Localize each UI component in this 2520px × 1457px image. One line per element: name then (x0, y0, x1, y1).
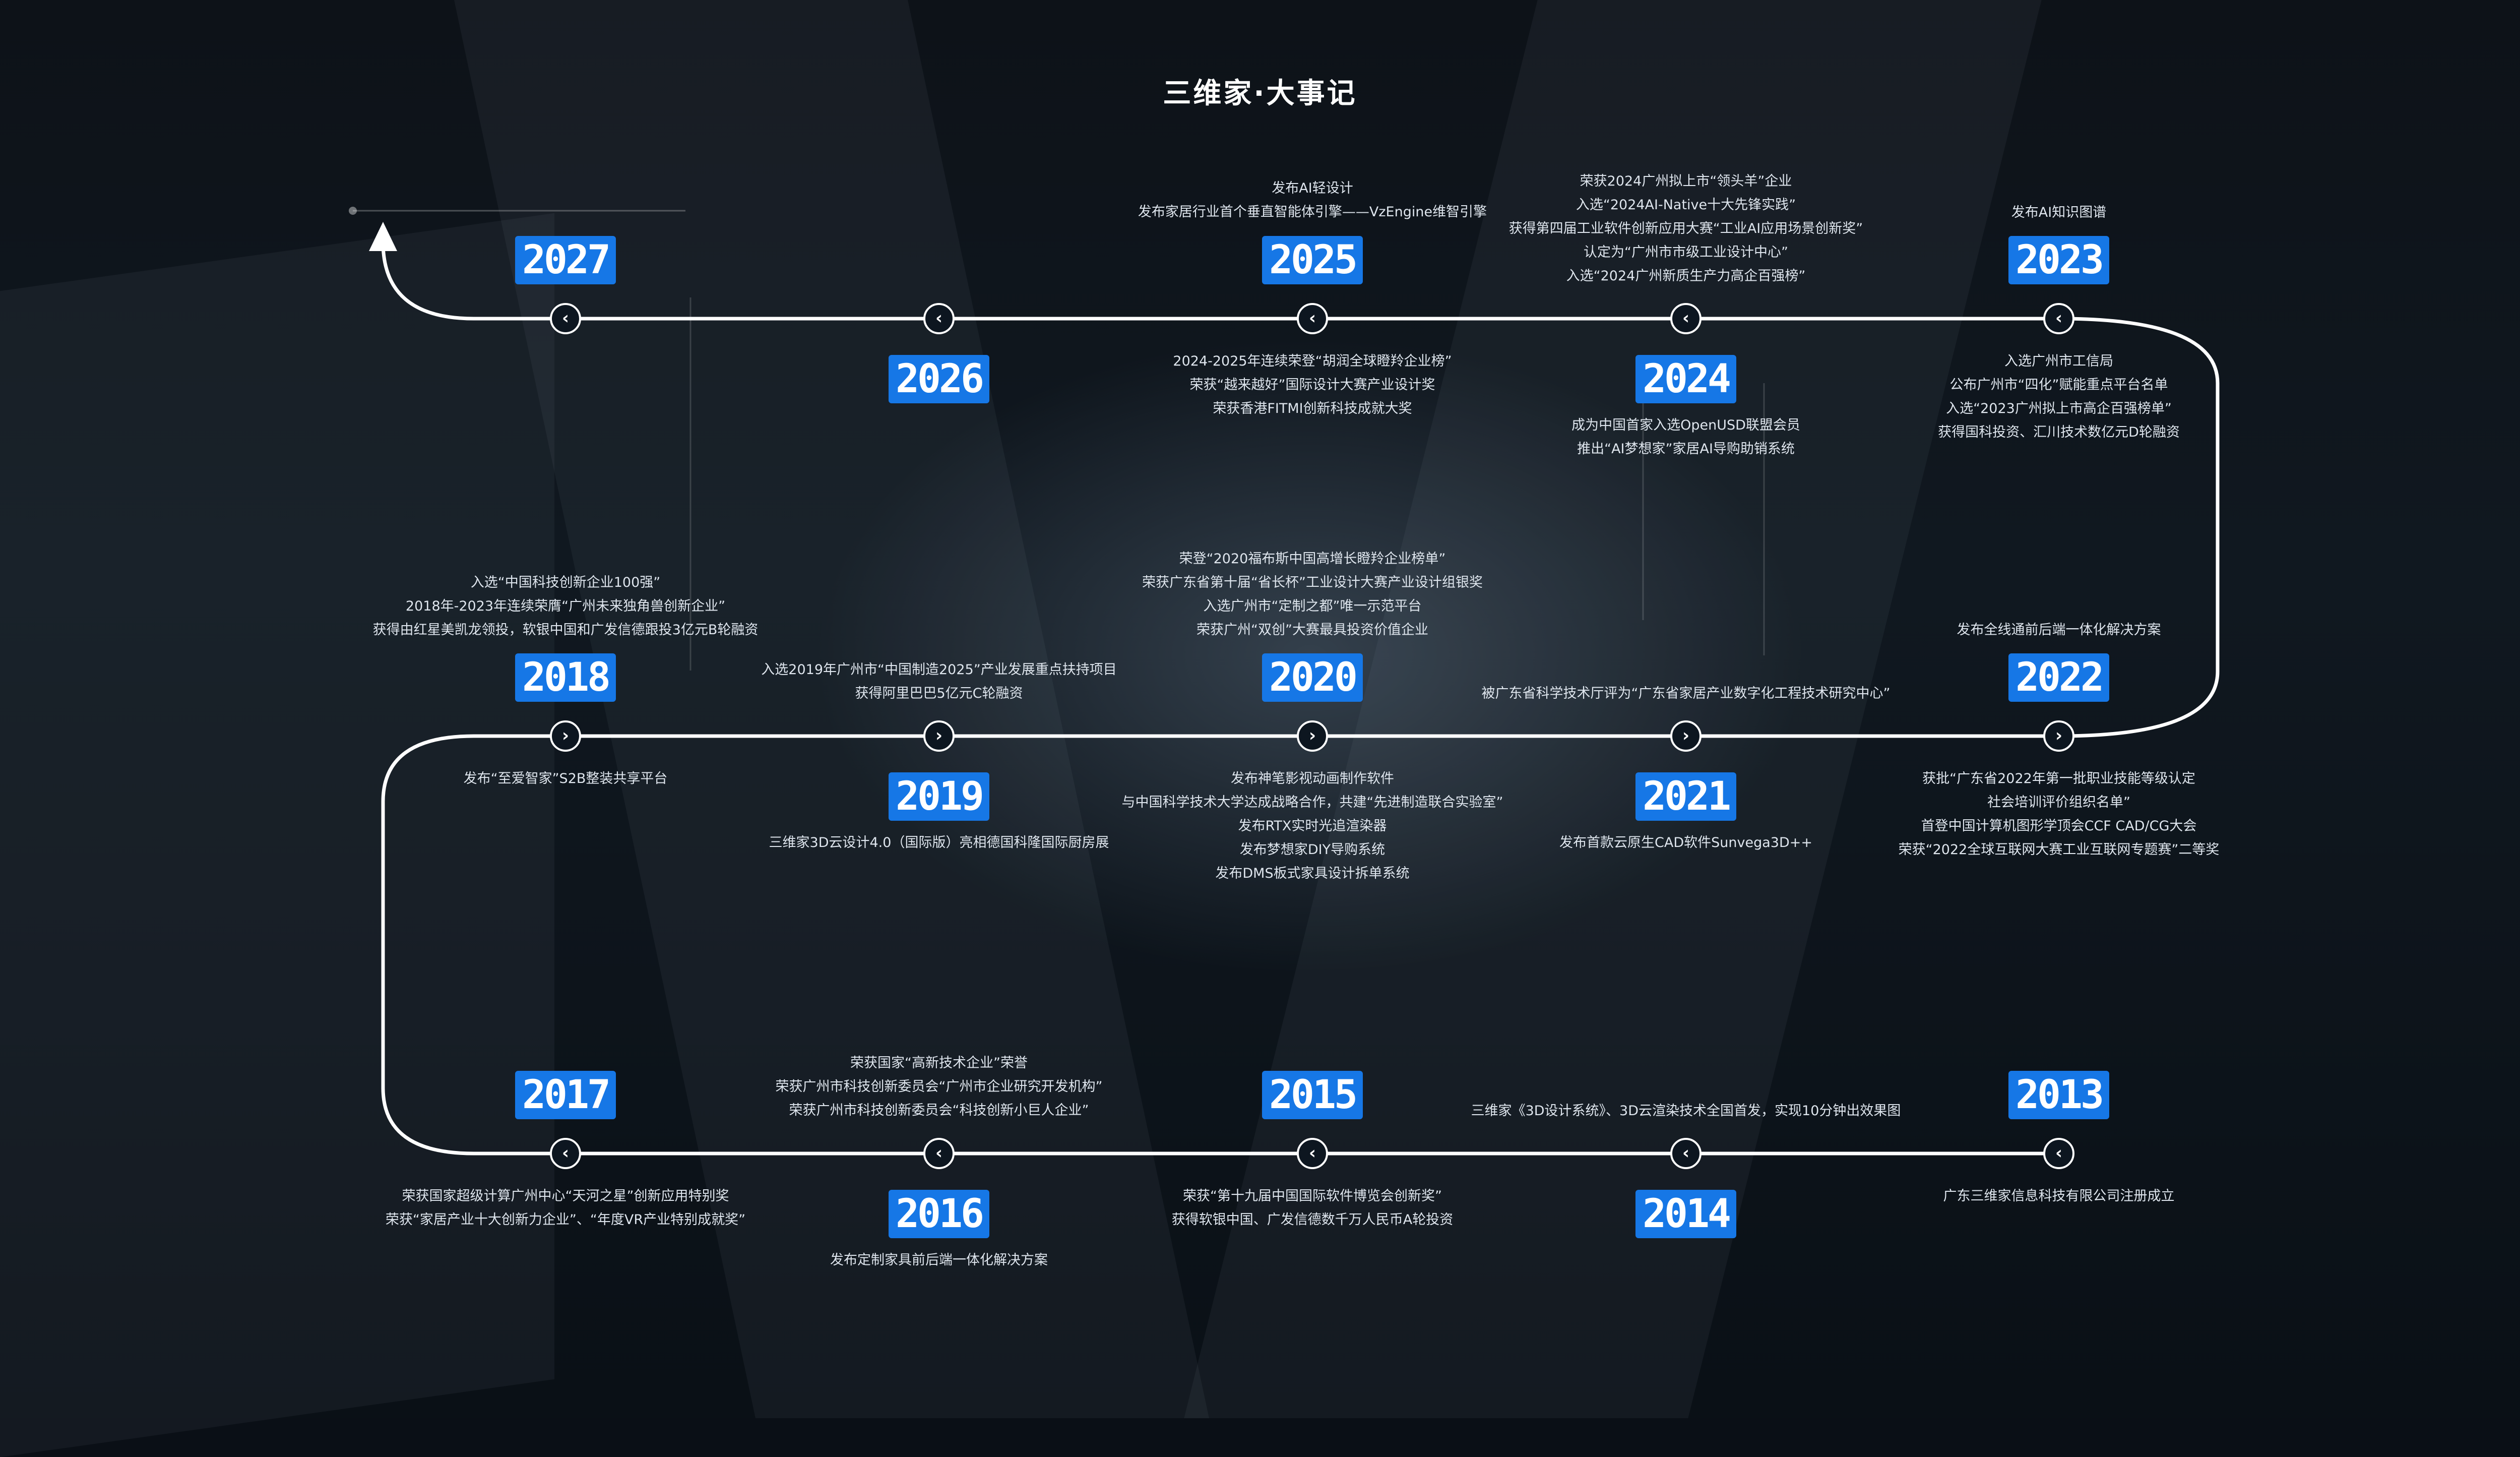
arrow-up-icon (369, 222, 397, 251)
year-badge-2023: 2023 (2008, 236, 2109, 284)
event-text-above-2014: 三维家《3D设计系统》、3D云渲染技术全国首发，实现10分钟出效果图 (1471, 1103, 1901, 1119)
page-title: 三维家·大事记 (1163, 77, 1357, 110)
chevron-left-icon[interactable]: ‹ (923, 1138, 955, 1169)
chevron-right-icon[interactable]: › (1297, 720, 1328, 752)
event-text-above-2023: 发布AI知识图谱 (2011, 205, 2107, 220)
event-text-above-2018: 入选“中国科技创新企业100强” 2018年-2023年连续荣膺“广州未来独角兽… (372, 575, 759, 638)
chevron-right-icon[interactable]: › (1670, 720, 1702, 752)
event-text-below-2015: 荣获“第十九届中国国际软件博览会创新奖” 获得软银中国、广发信德数千万人民币A轮… (1171, 1188, 1454, 1228)
event-text-below-2023: 入选广州市工信局 公布广州市“四化”赋能重点平台名单 入选“2023广州拟上市高… (1938, 353, 2180, 440)
year-badge-2019: 2019 (889, 772, 989, 821)
year-badge-2020: 2020 (1262, 653, 1363, 702)
event-text-below-2013: 广东三维家信息科技有限公司注册成立 (1943, 1188, 2175, 1204)
chevron-left-icon[interactable]: ‹ (2043, 303, 2074, 334)
event-text-below-2025: 2024-2025年连续荣登“胡润全球瞪羚企业榜” 荣获“越来越好”国际设计大赛… (1173, 353, 1452, 416)
event-text-above-2024: 荣获2024广州拟上市“领头羊”企业 入选“2024AI-Native十大先锋实… (1508, 173, 1863, 284)
year-badge-2015: 2015 (1262, 1071, 1363, 1119)
year-badge-2024: 2024 (1635, 355, 1736, 403)
event-text-below-2016: 发布定制家具前后端一体化解决方案 (830, 1252, 1048, 1268)
event-text-below-2022: 获批“广东省2022年第一批职业技能等级认定 社会培训评价组织名单” 首登中国计… (1898, 771, 2220, 858)
year-badge-2014: 2014 (1635, 1190, 1736, 1238)
year-badge-2022: 2022 (2008, 653, 2109, 702)
event-text-above-2016: 荣获国家“高新技术企业”荣誉 荣获广州市科技创新委员会“广州市企业研究开发机构”… (775, 1055, 1103, 1118)
year-badge-2027: 2027 (515, 236, 616, 284)
year-badge-2017: 2017 (515, 1071, 616, 1119)
chevron-left-icon[interactable]: ‹ (2043, 1138, 2074, 1169)
year-badge-2021: 2021 (1635, 772, 1736, 821)
chevron-left-icon[interactable]: ‹ (1670, 1138, 1702, 1169)
event-text-below-2020: 发布神笔影视动画制作软件 与中国科学技术大学达成战略合作，共建“先进制造联合实验… (1121, 771, 1503, 881)
chevron-left-icon[interactable]: ‹ (1297, 303, 1328, 334)
chevron-left-icon[interactable]: ‹ (923, 303, 955, 334)
event-text-below-2021: 发布首款云原生CAD软件Sunvega3D++ (1559, 835, 1812, 851)
event-text-below-2019: 三维家3D云设计4.0（国际版）亮相德国科隆国际厨房展 (769, 835, 1109, 851)
event-text-above-2021: 被广东省科学技术厅评为“广东省家居产业数字化工程技术研究中心” (1481, 686, 1891, 701)
year-badge-2018: 2018 (515, 653, 616, 702)
event-text-above-2025: 发布AI轻设计 发布家居行业首个垂直智能体引擎——VzEngine维智引擎 (1138, 180, 1487, 220)
event-text-above-2019: 入选2019年广州市“中国制造2025”产业发展重点扶持项目 获得阿里巴巴5亿元… (761, 662, 1117, 701)
event-text-below-2017: 荣获国家超级计算广州中心“天河之星”创新应用特别奖 荣获“家居产业十大创新力企业… (385, 1188, 746, 1228)
year-badge-2025: 2025 (1262, 236, 1363, 284)
chevron-right-icon[interactable]: › (923, 720, 955, 752)
event-text-below-2024: 成为中国首家入选OpenUSD联盟会员 推出“AI梦想家”家居AI导购助销系统 (1571, 417, 1800, 457)
chevron-left-icon[interactable]: ‹ (1297, 1138, 1328, 1169)
chevron-right-icon[interactable]: › (550, 720, 581, 752)
event-text-above-2020: 荣登“2020福布斯中国高增长瞪羚企业榜单” 荣获广东省第十届“省长杯”工业设计… (1142, 551, 1483, 638)
chevron-left-icon[interactable]: ‹ (550, 1138, 581, 1169)
timeline-path (349, 207, 2220, 1156)
year-badge-2013: 2013 (2008, 1071, 2109, 1119)
chevron-left-icon[interactable]: ‹ (1670, 303, 1702, 334)
chevron-left-icon[interactable]: ‹ (550, 303, 581, 334)
chevron-right-icon[interactable]: › (2043, 720, 2074, 752)
year-badge-2016: 2016 (889, 1190, 989, 1238)
event-text-above-2022: 发布全线通前后端一体化解决方案 (1957, 622, 2161, 638)
year-badge-2026: 2026 (889, 355, 989, 403)
event-text-below-2018: 发布“至爱智家”S2B整装共享平台 (463, 771, 668, 786)
